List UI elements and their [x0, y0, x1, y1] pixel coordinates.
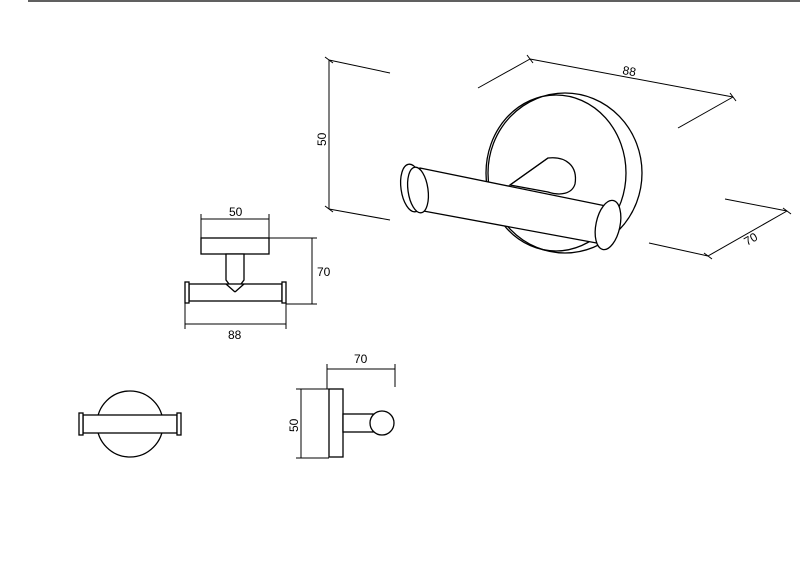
top-view: 50 70 88 — [184, 205, 331, 342]
iso-dim-70-tick-top — [782, 207, 792, 215]
iso-dim-88-tick-left — [526, 54, 534, 64]
top-left-cap — [184, 281, 190, 304]
top-right-cap — [281, 281, 287, 304]
iso-right-cap — [594, 199, 622, 251]
iso-dim-50-tick-bottom — [324, 205, 334, 213]
iso-left-cap-face — [406, 166, 430, 214]
iso-dim-88-ext-right — [677, 96, 734, 129]
iso-stem — [508, 157, 577, 195]
top-bar-join — [225, 283, 236, 293]
iso-dim-88-tick-right — [729, 92, 737, 102]
iso-dim-50-label: 50 — [315, 132, 329, 146]
iso-dim-50-tick-top — [324, 56, 334, 64]
iso-dim-70-line — [707, 210, 788, 257]
front-left-cap — [78, 412, 84, 436]
iso-dim-88-line — [529, 58, 734, 98]
iso-dim-50-ext-top — [328, 59, 391, 74]
iso-dim-88-ext-left — [477, 58, 531, 89]
iso-dim-70-ext-bottom — [648, 242, 709, 257]
side-stem — [342, 413, 374, 433]
side-plate — [328, 388, 344, 458]
iso-dim-88-label: 88 — [621, 63, 637, 79]
top-plate — [200, 237, 270, 255]
top-dim-50-label: 50 — [229, 205, 243, 219]
front-bar — [82, 414, 178, 434]
top-bar — [188, 283, 283, 302]
side-view: 70 50 — [287, 352, 396, 459]
isometric-view: 88 50 70 — [315, 54, 792, 260]
side-cap — [369, 410, 395, 436]
iso-dim-50-ext-bottom — [328, 208, 391, 221]
front-right-cap — [176, 412, 182, 436]
iso-stem-cut — [509, 157, 549, 186]
side-dim-70-label: 70 — [354, 352, 368, 366]
side-dim-50-label: 50 — [287, 418, 301, 432]
iso-backplate-rim — [485, 94, 627, 252]
iso-dim-70-ext-top — [724, 198, 788, 212]
top-dim-70-label: 70 — [317, 265, 331, 279]
front-view — [78, 390, 182, 458]
top-bar-join-2 — [234, 283, 245, 293]
top-dim-88-label: 88 — [228, 328, 242, 342]
iso-dim-70-label: 70 — [742, 230, 761, 249]
iso-dim-70-tick-bottom — [703, 252, 713, 260]
